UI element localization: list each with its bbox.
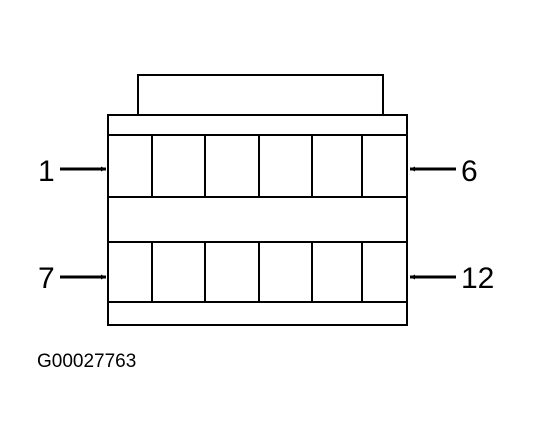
- top-pin-row: [151, 135, 363, 197]
- figure-id: G00027763: [37, 351, 136, 372]
- connector-body: [107, 114, 408, 326]
- bottom-pin-row: [151, 242, 363, 302]
- pin-label-7: 7: [38, 262, 55, 295]
- pin-label-12: 12: [461, 262, 494, 295]
- pin-label-6: 6: [461, 155, 478, 188]
- pin-label-1: 1: [38, 155, 55, 188]
- connector-latch: [137, 74, 384, 116]
